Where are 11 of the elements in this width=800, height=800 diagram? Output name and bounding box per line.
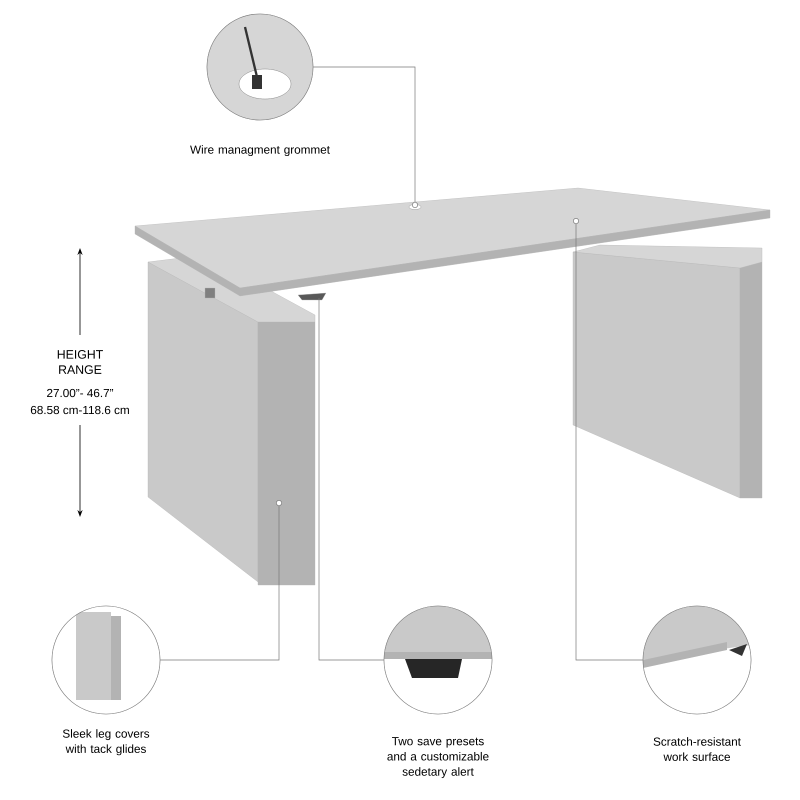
leader-line — [312, 66, 416, 202]
leader-line — [318, 298, 384, 660]
feature-label: Two save presets and a customizable sedetary alert — [387, 737, 489, 778]
leader-line — [160, 506, 280, 660]
feature-label: Wire managment grommet — [190, 145, 330, 156]
dimension-label: HEIGHT RANGE — [58, 350, 103, 374]
dimension-value: 68.58 cm-118.6 cm — [30, 406, 129, 414]
leader-line — [576, 224, 644, 660]
feature-label: Sleek leg covers with tack glides — [62, 729, 150, 756]
feature-label: Scratch-resistant work surface — [654, 737, 741, 761]
dimension-value: 27.00”- 46.7” — [47, 388, 114, 398]
